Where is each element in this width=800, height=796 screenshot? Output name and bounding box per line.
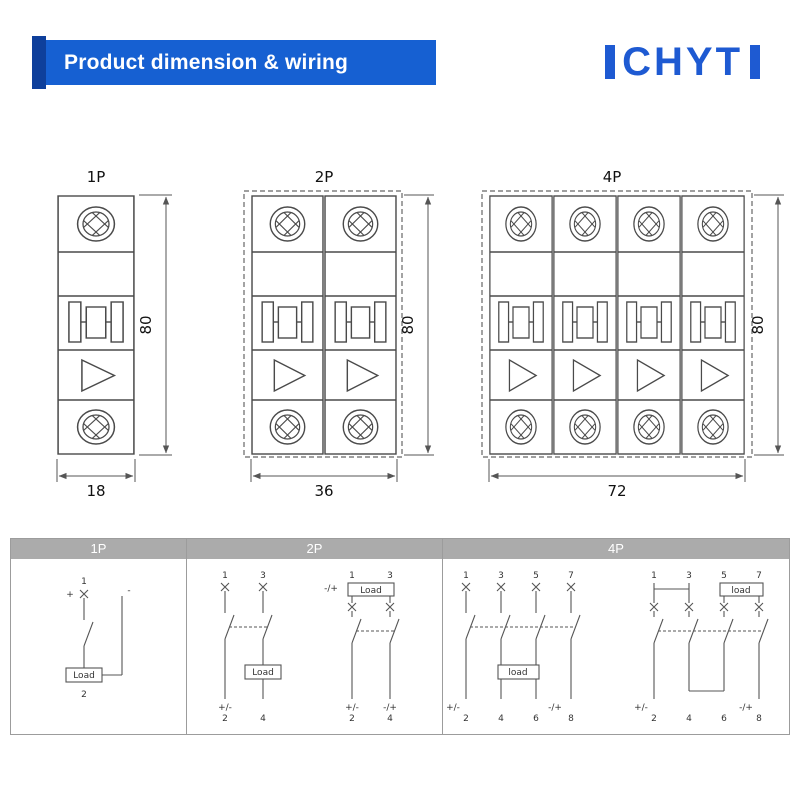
terminal-label: 2 xyxy=(81,690,87,700)
polarity-label: +/- xyxy=(218,703,232,713)
load-label: load xyxy=(508,668,527,678)
terminal-label: 3 xyxy=(498,571,504,581)
load-label: load xyxy=(731,586,750,596)
polarity-label: -/+ xyxy=(383,703,397,713)
terminal-label: 8 xyxy=(756,714,762,724)
terminal-label: 7 xyxy=(568,571,574,581)
drawing-1p-title: 1P xyxy=(87,168,106,186)
wiring-header-1p: 1P xyxy=(11,539,186,559)
wiring-body-4p: 1 3 5 7 load +/- -/+ 2 4 6 8 1 3 5 xyxy=(443,559,789,734)
terminal-label: 1 xyxy=(222,571,228,581)
polarity-label: +/- xyxy=(446,703,460,713)
wiring-col-4p: 4P xyxy=(443,539,789,734)
logo-text: CHYT xyxy=(622,40,743,84)
dim-height-2p: 80 xyxy=(399,315,417,334)
polarity-label: -/+ xyxy=(324,584,338,594)
dashed-outline-2p xyxy=(243,190,403,458)
wiring-diagram-4p: 1 3 5 7 load +/- -/+ 2 4 6 8 1 3 5 xyxy=(446,571,769,724)
polarity-label: +/- xyxy=(345,703,359,713)
logo-left-bar-icon xyxy=(605,45,616,79)
dashed-outline-4p xyxy=(481,190,753,458)
load-label: Load xyxy=(360,586,382,596)
wiring-header-4p: 4P xyxy=(443,539,789,559)
wiring-1p-lines xyxy=(64,589,123,683)
section-banner: Product dimension & wiring xyxy=(32,36,436,89)
breaker-module xyxy=(618,196,680,454)
wiring-4p-lines xyxy=(461,581,769,699)
page-title: Product dimension & wiring xyxy=(64,50,349,74)
terminal-label: 2 xyxy=(651,714,657,724)
terminal-label: 1 xyxy=(349,571,355,581)
terminal-label: 2 xyxy=(463,714,469,724)
breaker-module xyxy=(252,196,323,454)
breaker-module xyxy=(58,196,134,454)
terminal-label: 5 xyxy=(721,571,727,581)
drawing-1p: 1P 80 18 xyxy=(56,168,172,500)
wiring-col-1p: 1P 1 + - Loa xyxy=(11,539,187,734)
breaker-module xyxy=(554,196,616,454)
wiring-diagram-1p: 1 + - Load 2 xyxy=(64,577,130,700)
banner-accent-bar xyxy=(32,36,46,89)
terminal-label: 1 xyxy=(81,577,87,587)
terminal-label: 2 xyxy=(222,714,228,724)
drawing-2p-title: 2P xyxy=(315,168,334,186)
wiring-col-2p: 2P xyxy=(187,539,443,734)
terminal-label: 1 xyxy=(463,571,469,581)
terminal-label: 4 xyxy=(387,714,393,724)
terminal-label: 6 xyxy=(533,714,539,724)
terminal-label: 1 xyxy=(651,571,657,581)
wiring-body-1p: 1 + - Load 2 xyxy=(11,559,186,734)
wiring-2p-lines xyxy=(220,581,400,699)
polarity-label: -/+ xyxy=(548,703,562,713)
breaker-module xyxy=(325,196,396,454)
terminal-label: 4 xyxy=(260,714,266,724)
load-label: Load xyxy=(73,671,95,681)
dimension-drawings: 1P 80 18 2P 80 36 4P xyxy=(56,168,784,500)
logo-right-bar-icon xyxy=(750,45,760,79)
terminal-label: 6 xyxy=(721,714,727,724)
breaker-module xyxy=(490,196,552,454)
dim-width-1p: 18 xyxy=(86,482,105,500)
wiring-1p-labels: 1 + - Load 2 xyxy=(66,577,130,700)
wiring-4p-labels: 1 3 5 7 load +/- -/+ 2 4 6 8 1 3 5 xyxy=(446,571,762,724)
brand-logo: CHYT xyxy=(605,42,760,82)
dim-height-4p: 80 xyxy=(749,315,767,334)
terminal-label: 7 xyxy=(756,571,762,581)
polarity-label: +/- xyxy=(634,703,648,713)
drawing-2p: 2P 80 36 xyxy=(243,168,434,500)
terminal-label: 4 xyxy=(498,714,504,724)
wiring-body-2p: 1 3 Load +/- 2 4 -/+ 1 3 Load +/- 2 -/+ … xyxy=(187,559,442,734)
wiring-2p-labels: 1 3 Load +/- 2 4 -/+ 1 3 Load +/- 2 -/+ … xyxy=(218,571,397,724)
terminal-label: 3 xyxy=(387,571,393,581)
drawing-4p: 4P 80 72 xyxy=(481,168,784,500)
wiring-table: 1P 1 + - Loa xyxy=(10,538,790,735)
dim-height-1p: 80 xyxy=(137,315,155,334)
polarity-label: -/+ xyxy=(739,703,753,713)
polarity-label: - xyxy=(127,586,130,596)
terminal-label: 2 xyxy=(349,714,355,724)
terminal-label: 5 xyxy=(533,571,539,581)
terminal-label: 8 xyxy=(568,714,574,724)
breaker-module xyxy=(682,196,744,454)
drawing-4p-title: 4P xyxy=(603,168,622,186)
terminal-label: 3 xyxy=(686,571,692,581)
load-label: Load xyxy=(252,668,274,678)
terminal-label: 4 xyxy=(686,714,692,724)
wiring-diagram-2p: 1 3 Load +/- 2 4 -/+ 1 3 Load +/- 2 -/+ … xyxy=(218,571,400,724)
dim-width-2p: 36 xyxy=(314,482,333,500)
polarity-label: + xyxy=(66,590,74,600)
wiring-header-2p: 2P xyxy=(187,539,442,559)
terminal-label: 3 xyxy=(260,571,266,581)
dim-width-4p: 72 xyxy=(607,482,626,500)
